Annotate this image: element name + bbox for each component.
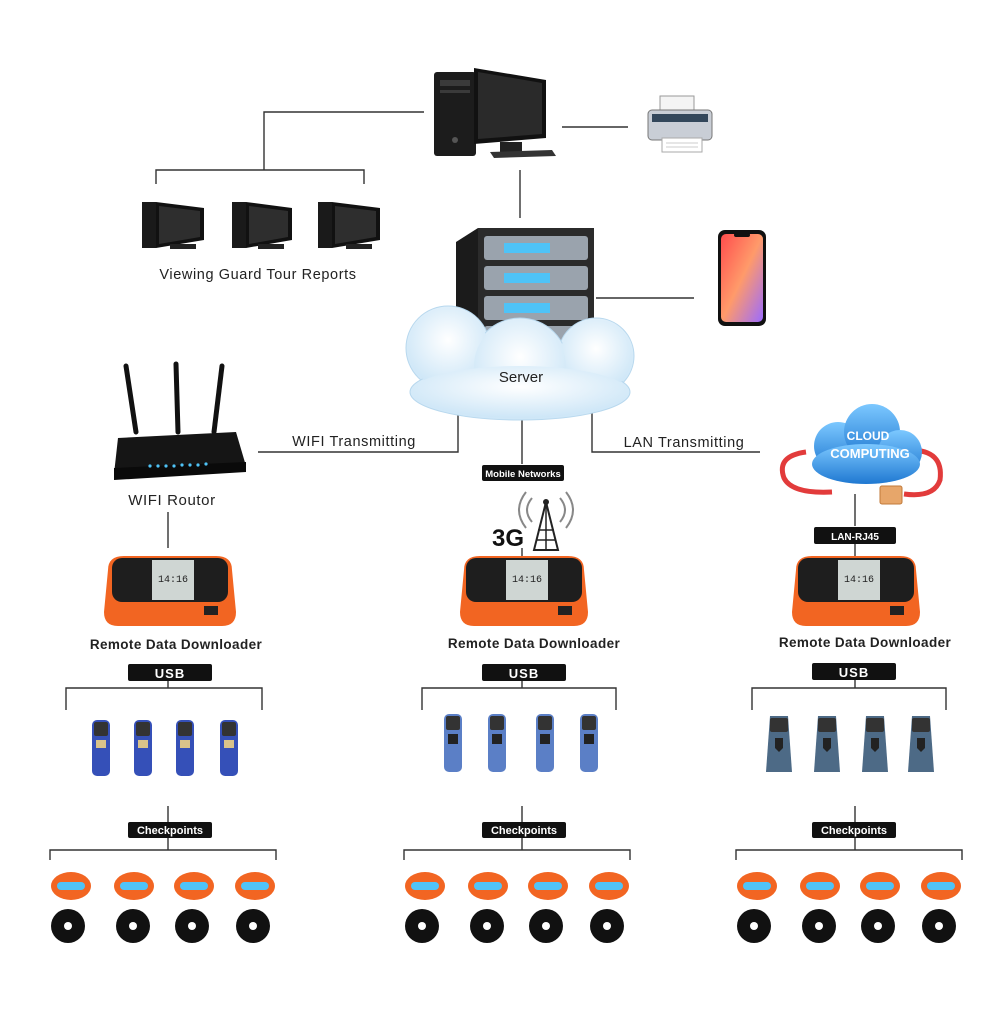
checkpoint-tags-group <box>51 872 275 943</box>
checkpoint-disc-icon <box>470 909 504 943</box>
viewing-monitor-icon <box>318 202 380 249</box>
viewing-monitor-icon <box>142 202 204 249</box>
remote-data-downloader-device: 14:16 <box>460 556 588 626</box>
wifi-router-icon <box>114 361 246 480</box>
checkpoint-disc-icon <box>175 909 209 943</box>
checkpoint-disc-icon <box>802 909 836 943</box>
server-cloud-icon <box>405 228 635 421</box>
server-label: Server <box>499 369 543 386</box>
checkpoint-tag-icon <box>235 872 275 900</box>
lan-rj45-tag: LAN-RJ45 <box>814 527 896 544</box>
checkpoint-disc-icon <box>116 909 150 943</box>
svg-text:14:16: 14:16 <box>512 575 542 586</box>
cloud-computing-icon: CLOUD COMPUTING <box>779 404 943 505</box>
patrol-reader-icon <box>580 714 598 772</box>
svg-text:USB: USB <box>509 666 539 681</box>
wifi-transmitting-label: WIFI Transmitting <box>292 434 416 450</box>
checkpoint-disc-icon <box>737 909 771 943</box>
downloader-label: Remote Data Downloader <box>448 636 621 651</box>
checkpoints-tag: Checkpoints <box>812 822 896 838</box>
connector-lines <box>49 111 963 860</box>
patrol-reader-icon <box>134 720 152 776</box>
checkpoint-tag-icon <box>589 872 629 900</box>
svg-text:COMPUTING: COMPUTING <box>830 446 909 461</box>
patrol-reader-icon <box>862 716 888 772</box>
usb-tag: USB <box>812 663 896 680</box>
viewing-monitor-icon <box>232 202 292 249</box>
checkpoint-disc-icon <box>236 909 270 943</box>
viewing-reports-label: Viewing Guard Tour Reports <box>159 267 356 283</box>
checkpoint-tag-icon <box>921 872 961 900</box>
checkpoint-tag-icon <box>860 872 900 900</box>
printer-icon <box>647 95 713 153</box>
downloader-label: Remote Data Downloader <box>779 635 952 650</box>
patrol-reader-icon <box>444 714 462 772</box>
desktop-computer-icon <box>434 68 556 158</box>
svg-text:Checkpoints: Checkpoints <box>821 825 887 837</box>
usb-tag: USB <box>482 664 566 681</box>
svg-text:Checkpoints: Checkpoints <box>137 825 203 837</box>
checkpoint-disc-icon <box>922 909 956 943</box>
patrol-reader-icon <box>536 714 554 772</box>
checkpoint-tags-group <box>405 872 629 943</box>
svg-text:LAN-RJ45: LAN-RJ45 <box>831 532 879 543</box>
remote-data-downloader-device: 14:16 <box>104 556 236 626</box>
3g-label: 3G <box>492 525 524 552</box>
checkpoint-disc-icon <box>529 909 563 943</box>
svg-text:USB: USB <box>155 666 185 681</box>
checkpoint-disc-icon <box>861 909 895 943</box>
checkpoint-disc-icon <box>590 909 624 943</box>
cell-tower-icon <box>518 491 574 551</box>
checkpoint-tag-icon <box>114 872 154 900</box>
patrol-reader-icon <box>814 716 840 772</box>
patrol-reader-icon <box>92 720 110 776</box>
patrol-reader-icon <box>176 720 194 776</box>
checkpoints-tag: Checkpoints <box>482 822 566 838</box>
wifi-router-label: WIFI Routor <box>128 492 215 509</box>
usb-tag: USB <box>128 664 212 681</box>
checkpoint-tag-icon <box>800 872 840 900</box>
checkpoint-tags-group <box>737 872 961 943</box>
lan-transmitting-label: LAN Transmitting <box>624 435 745 451</box>
checkpoint-disc-icon <box>51 909 85 943</box>
checkpoint-tag-icon <box>51 872 91 900</box>
svg-text:14:16: 14:16 <box>844 575 874 586</box>
patrol-reader-icon <box>220 720 238 776</box>
patrol-reader-icon <box>766 716 792 772</box>
checkpoint-tag-icon <box>405 872 445 900</box>
svg-text:Checkpoints: Checkpoints <box>491 825 557 837</box>
mobile-networks-tag: Mobile Networks <box>482 465 564 481</box>
downloader-label: Remote Data Downloader <box>90 637 263 652</box>
svg-text:14:16: 14:16 <box>158 575 188 586</box>
checkpoint-tag-icon <box>174 872 214 900</box>
smartphone-icon <box>718 230 766 326</box>
checkpoints-tag: Checkpoints <box>128 822 212 838</box>
svg-text:CLOUD: CLOUD <box>847 429 890 443</box>
checkpoint-tag-icon <box>528 872 568 900</box>
svg-text:Mobile Networks: Mobile Networks <box>485 469 561 480</box>
checkpoint-tag-icon <box>737 872 777 900</box>
svg-text:USB: USB <box>839 665 869 680</box>
checkpoint-tag-icon <box>468 872 508 900</box>
patrol-reader-icon <box>488 714 506 772</box>
remote-data-downloader-device: 14:16 <box>792 556 920 626</box>
checkpoint-disc-icon <box>405 909 439 943</box>
patrol-reader-icon <box>908 716 934 772</box>
